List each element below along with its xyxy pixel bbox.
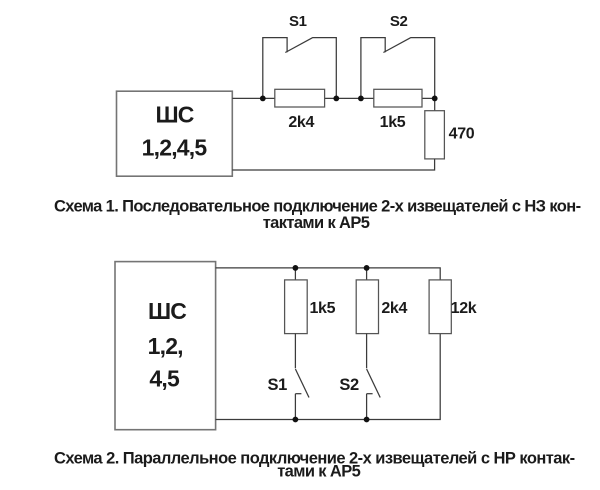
svg-text:S1: S1	[289, 13, 307, 30]
svg-text:2k4: 2k4	[381, 300, 407, 317]
svg-text:S2: S2	[339, 376, 359, 394]
svg-text:тами к АР5: тами к АР5	[277, 463, 360, 481]
svg-text:1k5: 1k5	[380, 114, 406, 131]
svg-text:470: 470	[449, 126, 475, 143]
svg-text:12k: 12k	[451, 300, 477, 317]
svg-text:Схема 2. Параллельное подключе: Схема 2. Параллельное подключение 2-х из…	[54, 449, 575, 467]
svg-text:S2: S2	[390, 13, 408, 30]
svg-text:ШС: ШС	[155, 101, 193, 127]
svg-text:S1: S1	[267, 376, 287, 394]
svg-text:2k4: 2k4	[288, 114, 314, 131]
svg-text:1,2,4,5: 1,2,4,5	[142, 134, 208, 160]
svg-text:ШС: ШС	[148, 298, 186, 324]
svg-text:4,5: 4,5	[149, 366, 180, 392]
svg-text:Схема 1. Последовательное подк: Схема 1. Последовательное подключение 2-…	[54, 198, 581, 216]
svg-text:тактами к АР5: тактами к АР5	[263, 214, 370, 232]
svg-text:1k5: 1k5	[309, 300, 335, 317]
svg-text:1,2,: 1,2,	[148, 333, 183, 359]
